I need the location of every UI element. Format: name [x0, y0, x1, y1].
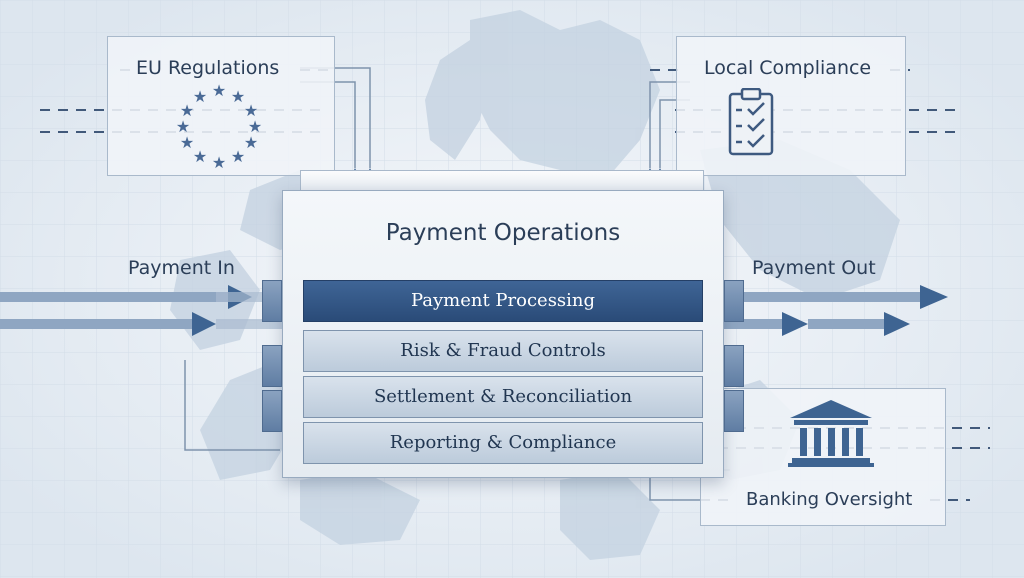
- layer-payment-processing: Payment Processing: [303, 280, 703, 322]
- eu-regulations-card: [107, 36, 335, 176]
- svg-text:★: ★: [176, 117, 190, 136]
- left-tab-2: [262, 345, 282, 387]
- eu-regulations-label: EU Regulations: [136, 57, 280, 79]
- left-tab-3: [262, 390, 282, 432]
- svg-text:★: ★: [244, 133, 258, 152]
- payment-operations-title: Payment Operations: [385, 220, 621, 246]
- svg-text:★: ★: [180, 101, 194, 120]
- checklist-clipboard-icon: [728, 88, 774, 156]
- svg-text:★: ★: [244, 101, 258, 120]
- right-tab-1: [724, 280, 744, 322]
- svg-text:★: ★: [231, 87, 245, 106]
- svg-text:★: ★: [248, 117, 262, 136]
- local-compliance-label: Local Compliance: [704, 57, 872, 79]
- layer-reporting-compliance: Reporting & Compliance: [303, 422, 703, 464]
- right-tab-3: [724, 390, 744, 432]
- banking-oversight-label: Banking Oversight: [746, 489, 913, 510]
- svg-text:★: ★: [193, 147, 207, 166]
- payment-in-label: Payment In: [128, 257, 235, 279]
- svg-text:★: ★: [193, 87, 207, 106]
- layer-settlement-reconciliation: Settlement & Reconciliation: [303, 376, 703, 418]
- layer-risk-fraud-controls: Risk & Fraud Controls: [303, 330, 703, 372]
- right-tab-2: [724, 345, 744, 387]
- local-compliance-card: [676, 36, 906, 176]
- bank-building-icon: [788, 400, 874, 467]
- svg-text:★: ★: [180, 133, 194, 152]
- payment-out-label: Payment Out: [752, 257, 876, 279]
- left-tab-1: [262, 280, 282, 322]
- payment-out-arrows: [724, 285, 948, 336]
- svg-text:★: ★: [231, 147, 245, 166]
- payment-in-arrows: [0, 285, 286, 336]
- svg-text:★: ★: [212, 153, 226, 170]
- main-box-lid: [300, 170, 704, 192]
- svg-text:★: ★: [212, 82, 226, 100]
- eu-stars-icon: ★★★ ★★★ ★★★ ★★★: [176, 82, 262, 170]
